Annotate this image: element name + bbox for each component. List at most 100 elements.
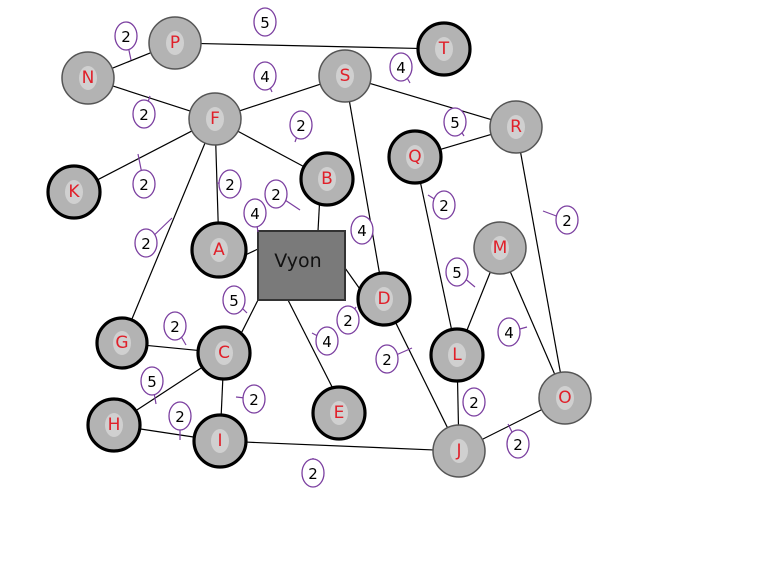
node-label: K [68,182,80,202]
weight-value: 4 [260,68,270,86]
node-label: N [82,68,95,88]
weight-label-q-r: 5 [443,107,467,137]
weight-label-i-j: 2 [301,458,325,488]
weight-oval [375,344,399,374]
node-t: T [416,21,472,77]
weight-label-f-a: 2 [216,169,242,199]
weight-label-p-n: 2 [114,21,138,61]
edge-r-o [520,152,561,373]
edge-f-k [96,130,193,181]
edge-j-o [481,409,543,440]
weight-label-f-b: 2 [289,110,313,143]
weight-value: 2 [175,408,185,426]
weight-value: 4 [504,324,514,342]
node-highlight [166,31,184,55]
weight-oval [506,429,530,459]
edge-c-i [220,378,224,416]
weight-oval [301,458,325,488]
edge-vyon-e [287,299,334,389]
weight-value: 5 [452,264,462,282]
node-label: J [455,441,461,461]
edge-p-t [200,42,419,50]
node-highlight [215,341,233,365]
weight-label-d-j: 2 [375,344,413,374]
weight-label-j-o: 2 [506,423,530,459]
weight-oval [289,110,313,140]
weight-value: 4 [357,222,367,240]
node-m: M [473,221,527,275]
weight-label-f-k: 2 [132,153,156,199]
weight-value: 4 [322,333,332,351]
hub-node-label: Vyon [274,250,321,272]
weight-label-s-d: 4 [350,215,374,245]
weight-label-a-vyon: 4 [243,198,267,233]
node-label: S [340,66,351,86]
node-label: L [452,345,462,365]
weight-oval [114,21,138,51]
node-s: S [318,49,372,103]
node-highlight [491,236,509,260]
weight-oval [432,190,456,220]
node-label: T [438,39,450,59]
node-highlight [79,66,97,90]
weight-oval [132,99,156,129]
weight-value: 2 [139,176,149,194]
weight-label-vyon-d: 2 [336,305,360,335]
node-a: A [190,221,248,279]
node-o: O [538,371,592,425]
weight-label-q-l: 2 [427,190,456,220]
weight-oval [168,401,192,431]
node-highlight [375,287,393,311]
node-label: O [558,388,571,408]
weight-oval [132,169,156,199]
edge-d-j [394,322,449,428]
edge-vyon-c [240,299,259,334]
weight-oval [253,61,277,91]
weight-label-s-r: 4 [389,52,413,84]
node-label: H [108,415,121,435]
weight-label-f-g: 2 [134,217,173,258]
weight-oval [555,205,579,235]
weight-value: 5 [260,14,270,32]
weight-label-m-l: 5 [445,257,476,288]
edge-q-l [419,182,453,330]
edge-s-r [369,82,492,121]
node-highlight [206,107,224,131]
weight-oval [350,215,374,245]
weight-oval [264,179,288,209]
edge-m-o [509,271,556,375]
node-label: F [210,109,220,129]
edge-p-n [111,52,152,69]
weight-oval [389,52,413,82]
node-highlight [450,439,468,463]
node-label: P [170,33,180,53]
node-highlight [105,413,123,437]
node-highlight [448,343,466,367]
weight-value: 2 [271,186,281,204]
node-r: R [489,100,543,154]
edge-vyon-d [344,267,361,290]
node-e: E [311,385,367,441]
edges-layer [96,42,561,451]
weight-label-l-j: 2 [462,387,486,417]
edge-f-b [237,130,305,168]
node-highlight [211,429,229,453]
edge-i-j [245,441,434,451]
weight-label-g-c: 2 [163,311,187,346]
node-highlight [65,180,83,204]
node-highlight [556,386,574,410]
node-highlight [210,238,228,262]
weight-oval [140,366,164,396]
node-highlight [330,401,348,425]
weight-value: 4 [396,59,406,77]
weight-oval [497,317,521,347]
node-p: P [148,16,202,70]
node-n: N [61,51,115,105]
edge-m-l [466,271,491,332]
weight-value: 5 [450,114,460,132]
node-l: L [429,327,485,383]
weight-value: 2 [469,394,479,412]
